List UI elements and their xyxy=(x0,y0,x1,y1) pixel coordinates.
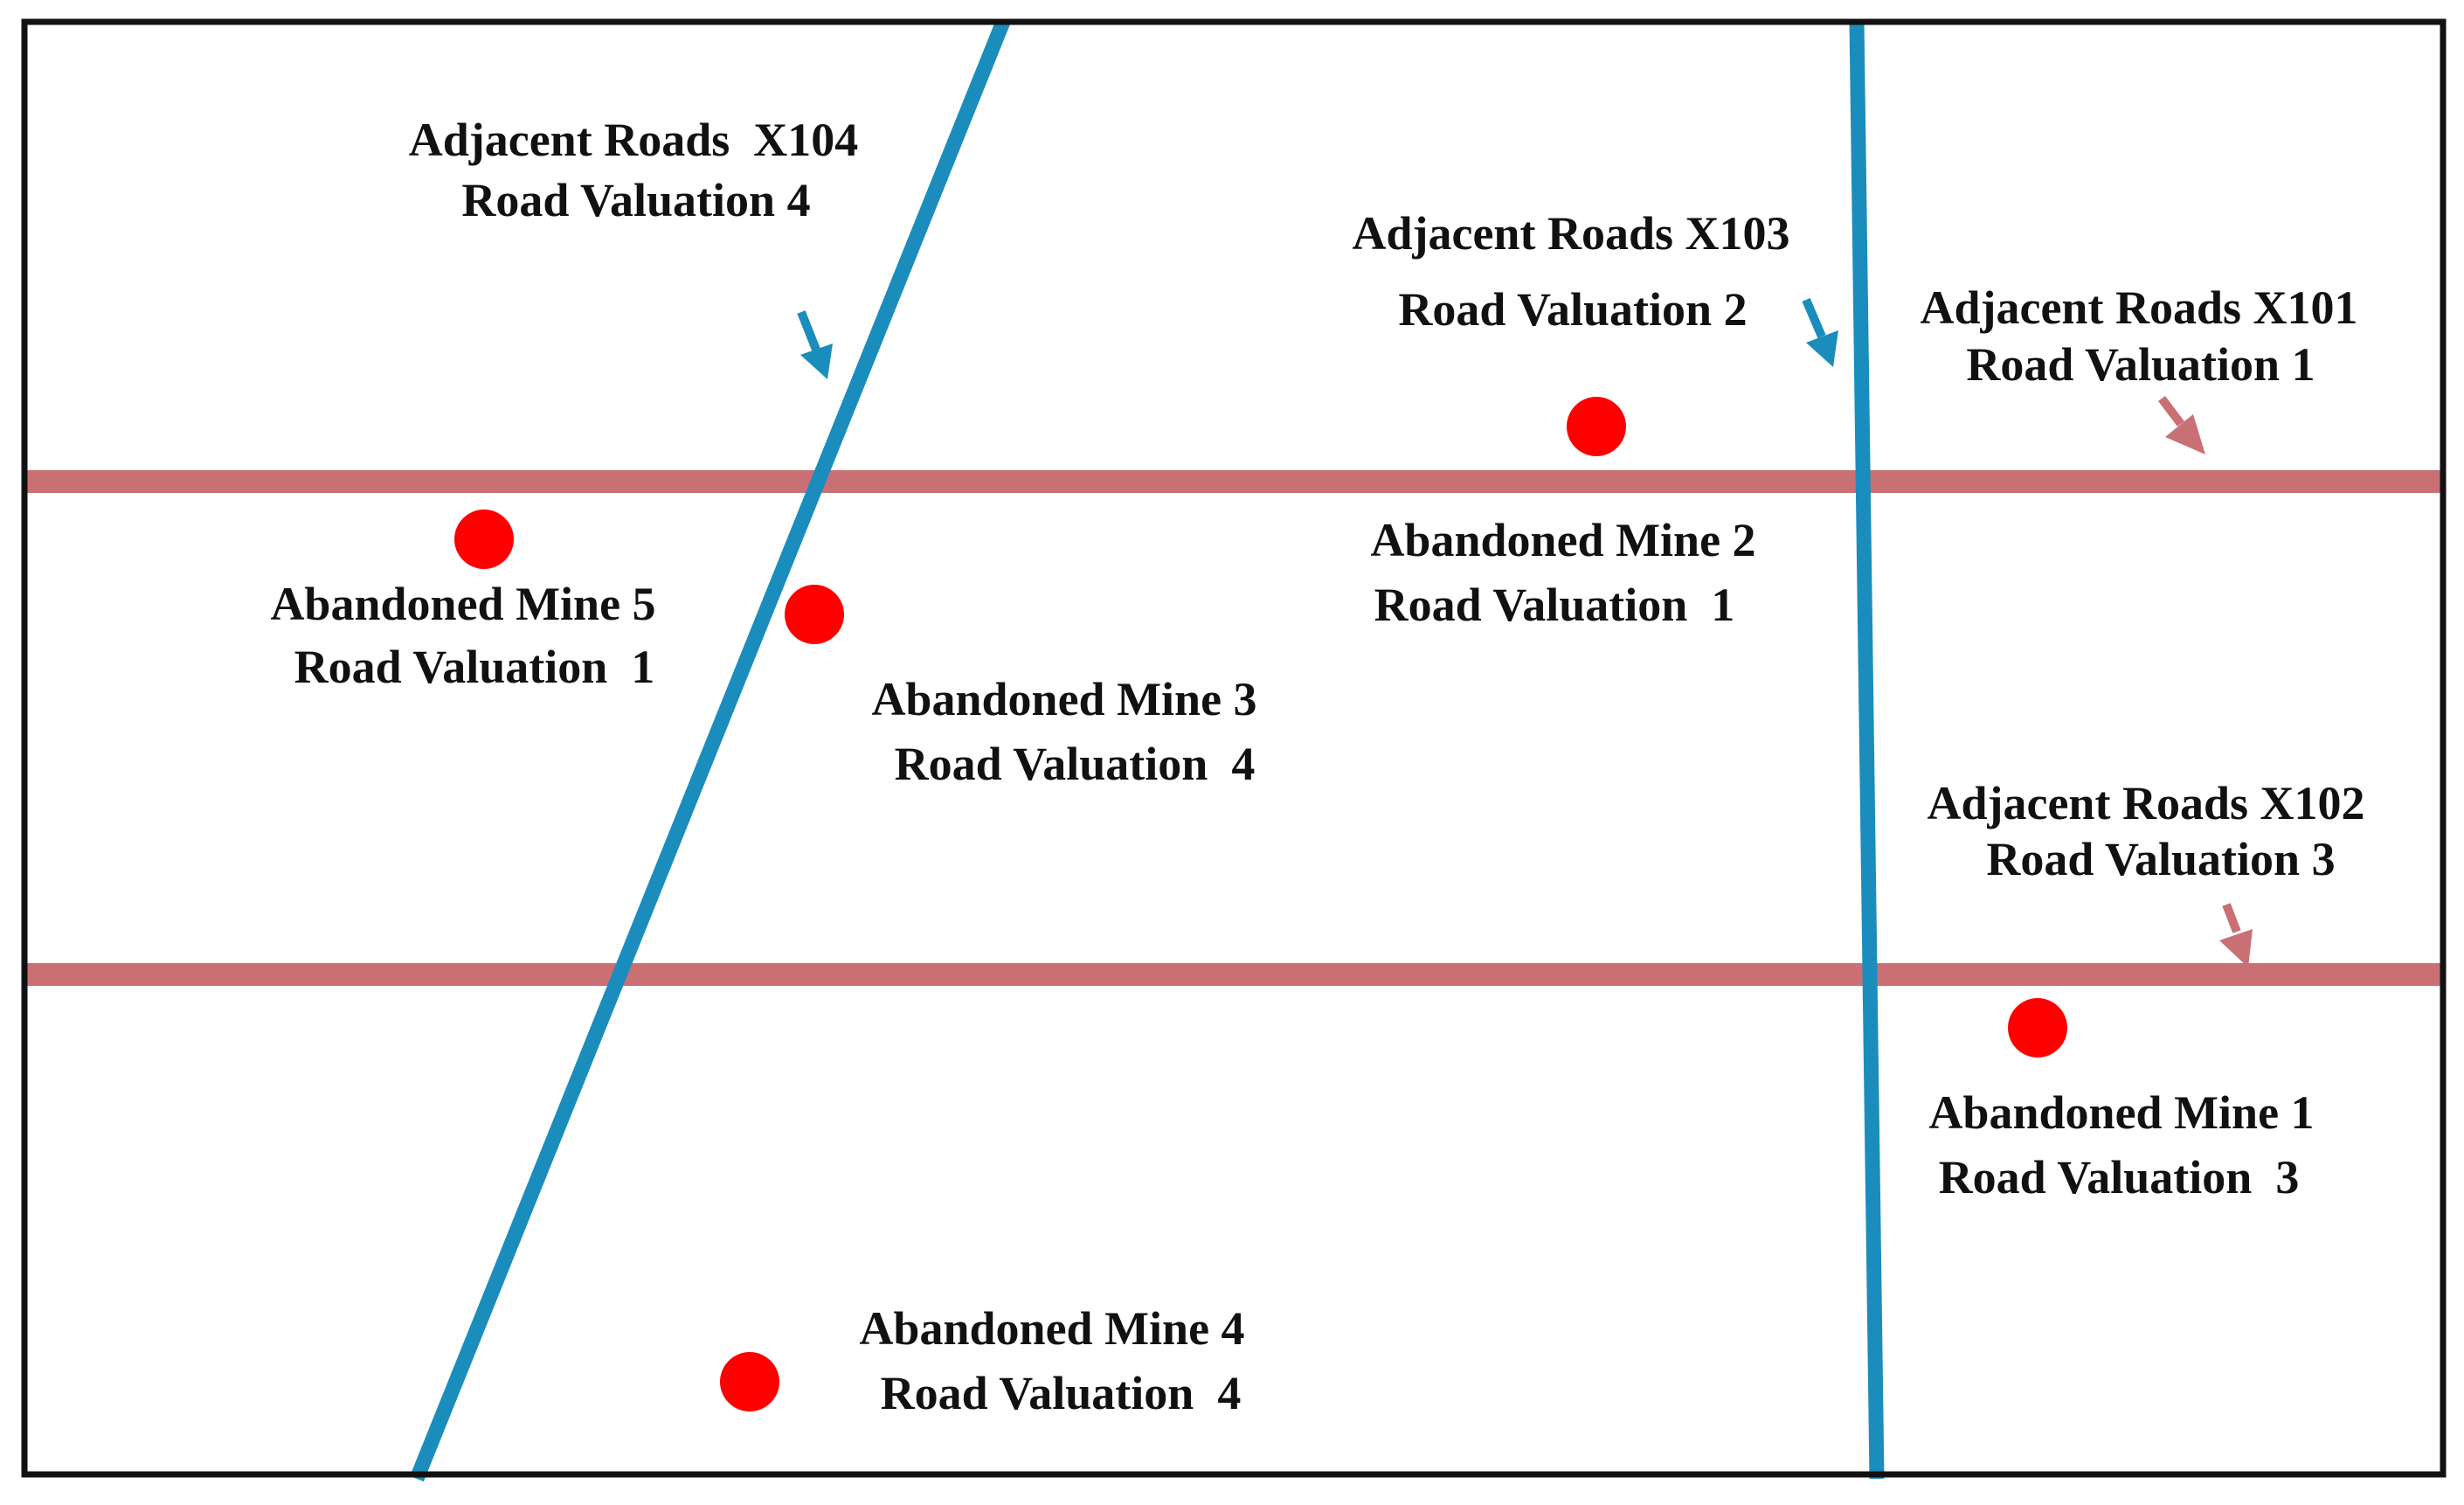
arrow-x103 xyxy=(1802,298,1838,367)
label-x103-title: Adjacent Roads X103 xyxy=(1352,207,1789,260)
label-mine-1-valuation: Road Valuation 3 xyxy=(1939,1151,2300,1203)
label-mine-5-valuation: Road Valuation 1 xyxy=(294,641,655,693)
label-mine-4-valuation: Road Valuation 4 xyxy=(881,1367,1242,1419)
label-x104-valuation: Road Valuation 4 xyxy=(461,174,810,226)
diagram-frame xyxy=(21,18,2447,1478)
label-x102-title: Adjacent Roads X102 xyxy=(1927,777,2364,829)
label-mine-1-title: Abandoned Mine 1 xyxy=(1928,1086,2314,1139)
mine-4-marker xyxy=(720,1352,779,1411)
arrow-x102 xyxy=(2219,903,2253,968)
label-x101-title: Adjacent Roads X101 xyxy=(1920,281,2357,334)
adjacent-road-x104-line xyxy=(410,18,1010,1482)
label-mine-2-valuation: Road Valuation 1 xyxy=(1374,579,1735,631)
label-mine-4-title: Abandoned Mine 4 xyxy=(859,1302,1244,1355)
mine-5-marker xyxy=(454,510,514,569)
arrow-x101 xyxy=(2158,395,2205,454)
label-mine-3-valuation: Road Valuation 4 xyxy=(895,738,1256,790)
mine-3-marker xyxy=(785,585,844,644)
mine-2-marker xyxy=(1567,397,1626,456)
label-x101-valuation: Road Valuation 1 xyxy=(1966,338,2315,391)
label-mine-2-title: Abandoned Mine 2 xyxy=(1370,514,1755,566)
label-mine-3-title: Abandoned Mine 3 xyxy=(871,673,1256,725)
arrow-x104 xyxy=(797,310,833,379)
label-mine-5-title: Abandoned Mine 5 xyxy=(270,578,655,630)
label-x102-valuation: Road Valuation 3 xyxy=(1986,833,2335,885)
label-x103-valuation: Road Valuation 2 xyxy=(1398,283,1747,336)
adjacent-road-x103-line xyxy=(1849,21,1885,1480)
mine-1-marker xyxy=(2008,998,2067,1058)
label-x104-title: Adjacent Roads X104 xyxy=(409,114,859,166)
